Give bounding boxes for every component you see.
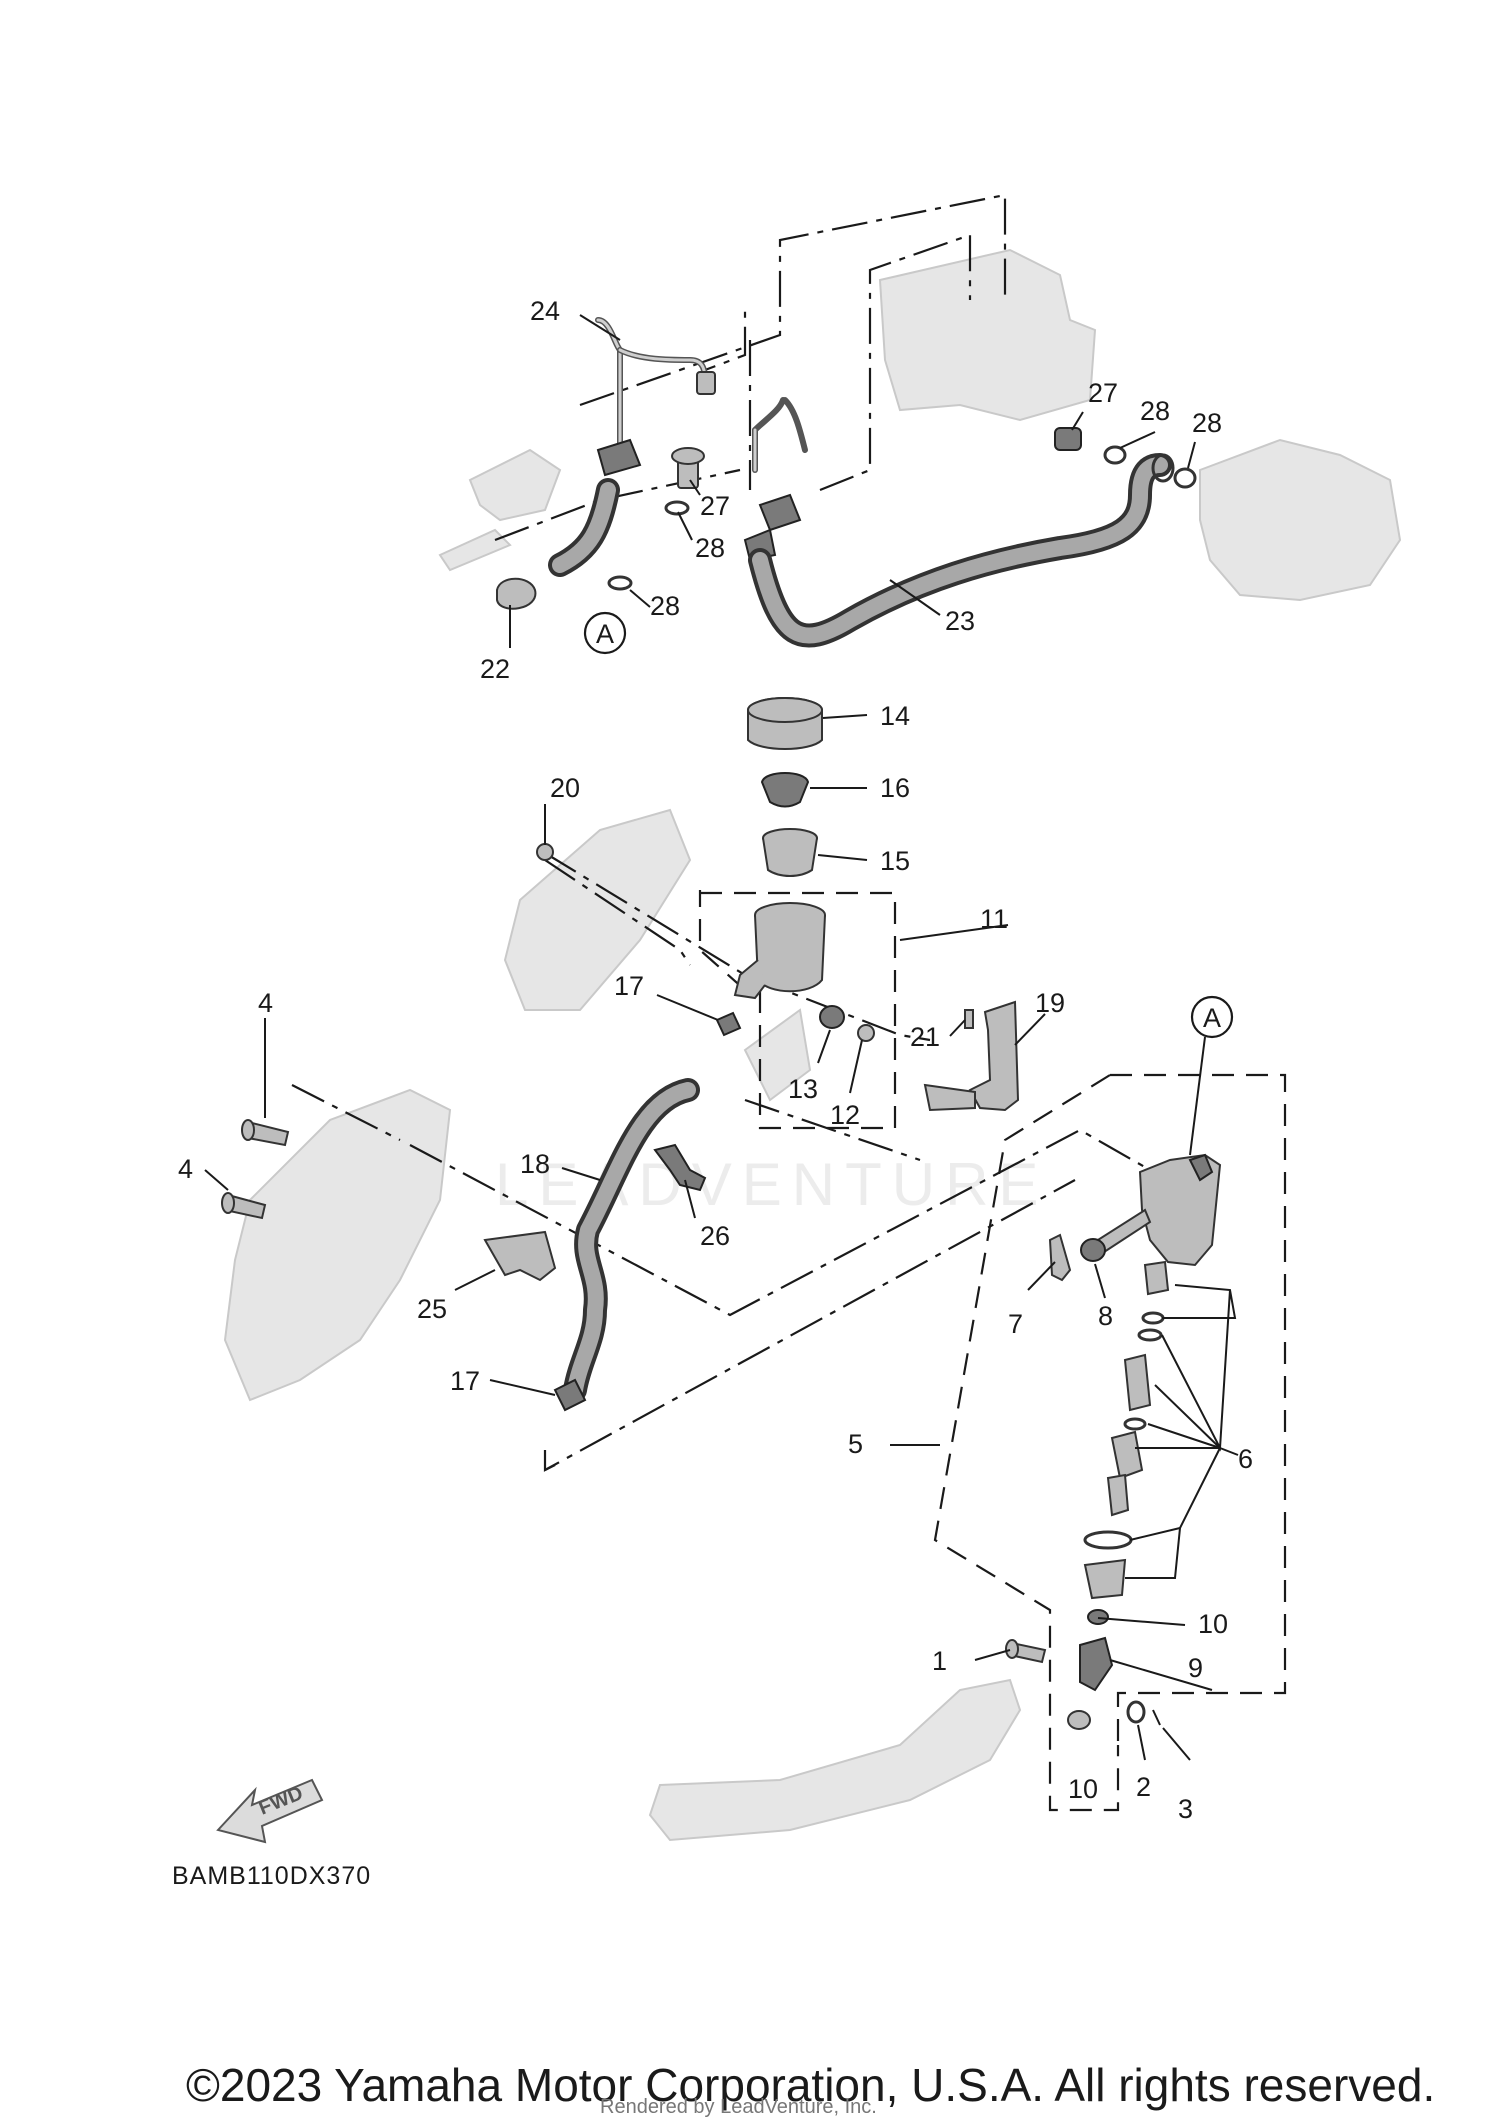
- diagram-code: BAMB110DX370: [172, 1862, 372, 1890]
- copyright-notice: ©2023 Yamaha Motor Corporation, U.S.A. A…: [186, 2059, 1436, 2111]
- reference-mark-a-upper: A: [596, 619, 614, 649]
- callout-4-lower: 4: [178, 1154, 193, 1184]
- callout-2: 2: [1136, 1772, 1151, 1802]
- callout-23: 23: [945, 606, 975, 636]
- callout-12: 12: [830, 1100, 860, 1130]
- rendered-by-note: Rendered by LeadVenture, Inc.: [600, 2096, 877, 2118]
- callout-labels: 24 27 28 28 22 23 27 28 28 14 16 15 11 2…: [178, 296, 1253, 1824]
- callout-17-upper: 17: [614, 971, 644, 1001]
- callout-27-right: 27: [1088, 378, 1118, 408]
- callout-17-lower: 17: [450, 1366, 480, 1396]
- callout-3: 3: [1178, 1794, 1193, 1824]
- callout-5: 5: [848, 1429, 863, 1459]
- callout-28-mid: 28: [695, 533, 725, 563]
- ghost-context-parts: [223, 248, 1402, 1842]
- leadventure-watermark: LEADVENTURE: [495, 1151, 1048, 1218]
- guide-lines: [291, 193, 1287, 1812]
- callout-22: 22: [480, 654, 510, 684]
- callout-15: 15: [880, 846, 910, 876]
- upper-brake-hose-assembly: A: [496, 317, 1197, 655]
- callout-4-upper: 4: [258, 988, 273, 1018]
- callout-1: 1: [932, 1646, 947, 1676]
- callout-10-lower: 10: [1068, 1774, 1098, 1804]
- callout-18: 18: [520, 1149, 550, 1179]
- callout-6: 6: [1238, 1444, 1253, 1474]
- reference-mark-a-lower: A: [1203, 1003, 1221, 1033]
- callout-21: 21: [910, 1022, 940, 1052]
- callout-24: 24: [530, 296, 560, 326]
- callout-7: 7: [1008, 1309, 1023, 1339]
- leader-lines: [204, 314, 1239, 1761]
- callout-28-right-a: 28: [1140, 396, 1170, 426]
- callout-10-upper: 10: [1198, 1609, 1228, 1639]
- callout-13: 13: [788, 1074, 818, 1104]
- reservoir-assembly: [221, 697, 1020, 1412]
- callout-28-right-b: 28: [1192, 408, 1222, 438]
- callout-20: 20: [550, 773, 580, 803]
- master-cylinder-assembly: A: [1005, 995, 1234, 1730]
- callout-28-low: 28: [650, 591, 680, 621]
- callout-16: 16: [880, 773, 910, 803]
- callout-19: 19: [1035, 988, 1065, 1018]
- callout-14: 14: [880, 701, 910, 731]
- fwd-arrow-icon: FWD: [216, 1778, 324, 1844]
- callout-25: 25: [417, 1294, 447, 1324]
- callout-27-upper: 27: [700, 491, 730, 521]
- callout-11: 11: [980, 904, 1008, 934]
- callout-9: 9: [1188, 1653, 1203, 1683]
- callout-8: 8: [1098, 1301, 1113, 1331]
- callout-26: 26: [700, 1221, 730, 1251]
